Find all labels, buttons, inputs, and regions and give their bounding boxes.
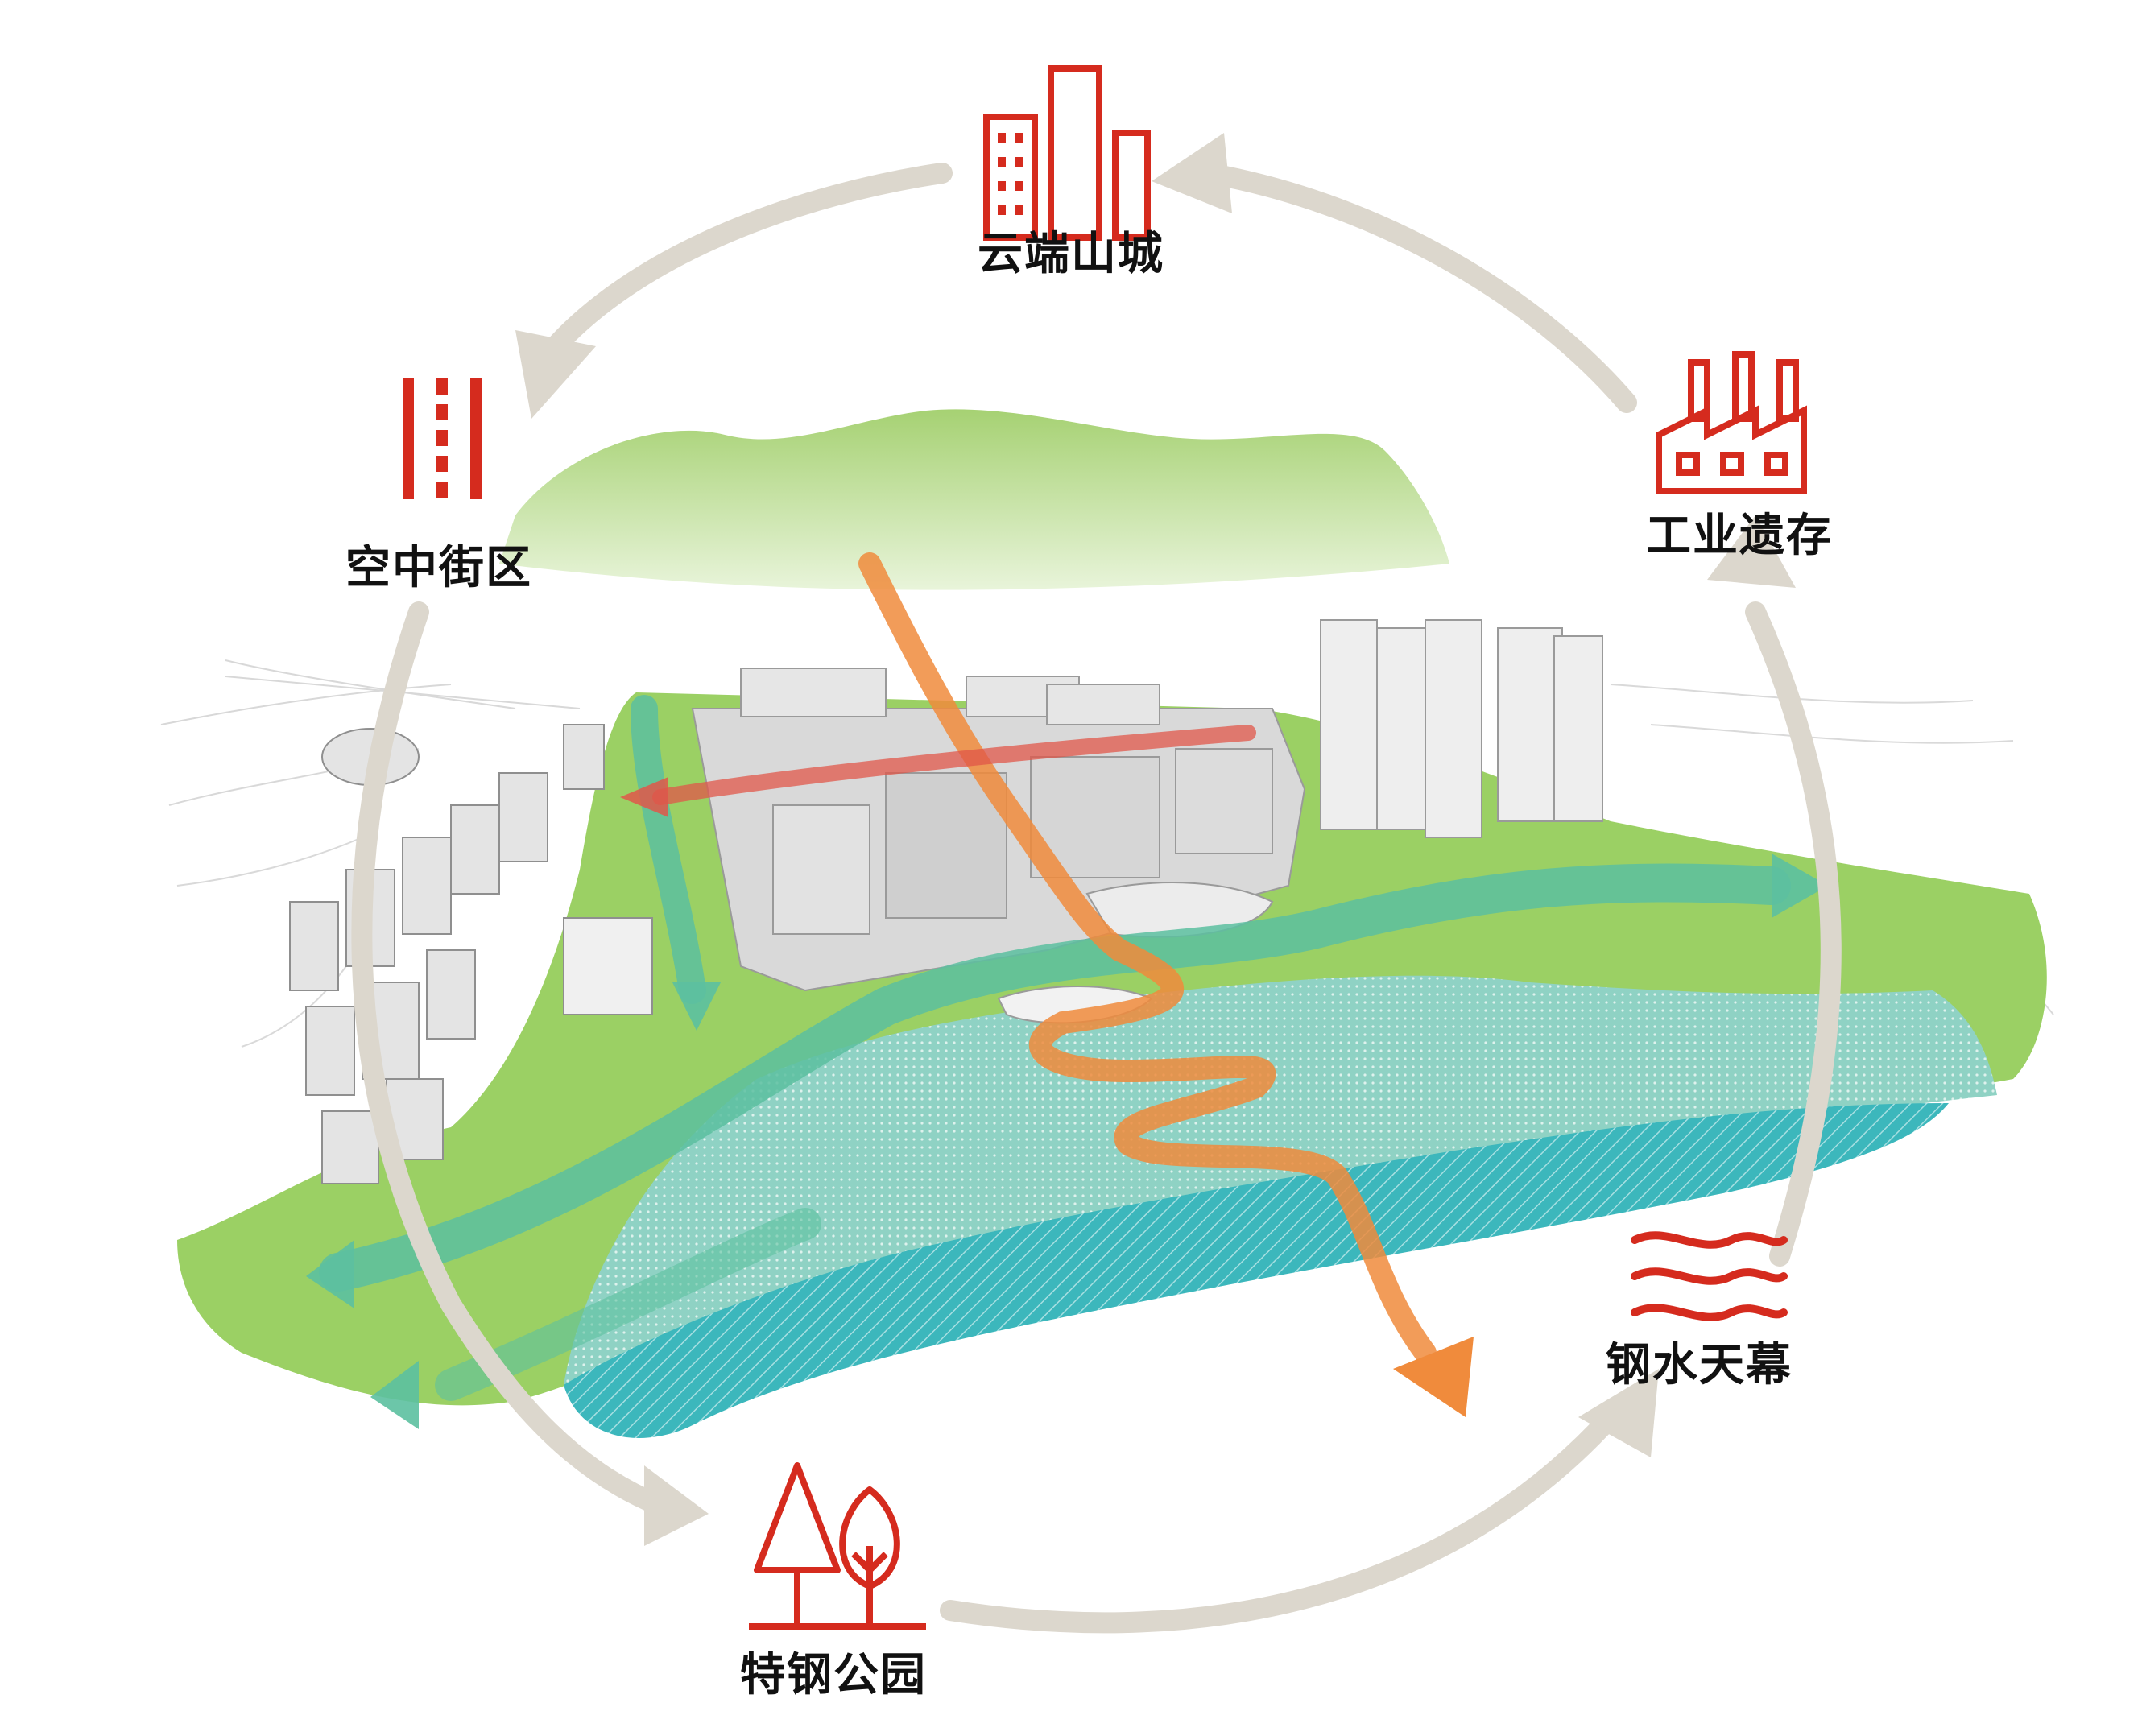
red-flow-arrowhead bbox=[620, 777, 668, 817]
residential-blocks bbox=[289, 724, 653, 1184]
orange-flow-path bbox=[858, 552, 1437, 1364]
green-flow-arrows bbox=[319, 695, 1791, 1401]
green-arrowheads bbox=[306, 854, 1828, 1429]
high-rise-towers bbox=[1320, 619, 1603, 838]
label-special-steel-park: 特钢公园 bbox=[740, 1648, 927, 1701]
trees-icon bbox=[749, 1462, 926, 1630]
cycle-ring-arrowheads bbox=[515, 133, 1796, 1546]
green-hill bbox=[499, 409, 1449, 590]
water-waves-icon bbox=[1631, 1231, 1788, 1321]
label-steel-water-curtain: 钢水天幕 bbox=[1606, 1338, 1793, 1391]
orange-flow-arrowhead bbox=[1393, 1337, 1474, 1417]
label-sky-street: 空中街区 bbox=[345, 541, 532, 594]
red-flow-path bbox=[652, 725, 1256, 805]
factory-chimneys-icon bbox=[1656, 351, 1807, 494]
river-hatched-area bbox=[564, 1103, 1949, 1438]
label-cloud-city: 云端山城 bbox=[978, 227, 1164, 280]
high-rise-buildings-icon bbox=[983, 65, 1151, 241]
label-industrial-heritage: 工业遗存 bbox=[1646, 509, 1833, 562]
cycle-ring-arrows bbox=[351, 163, 1842, 1634]
street-lanes-icon bbox=[403, 378, 482, 499]
